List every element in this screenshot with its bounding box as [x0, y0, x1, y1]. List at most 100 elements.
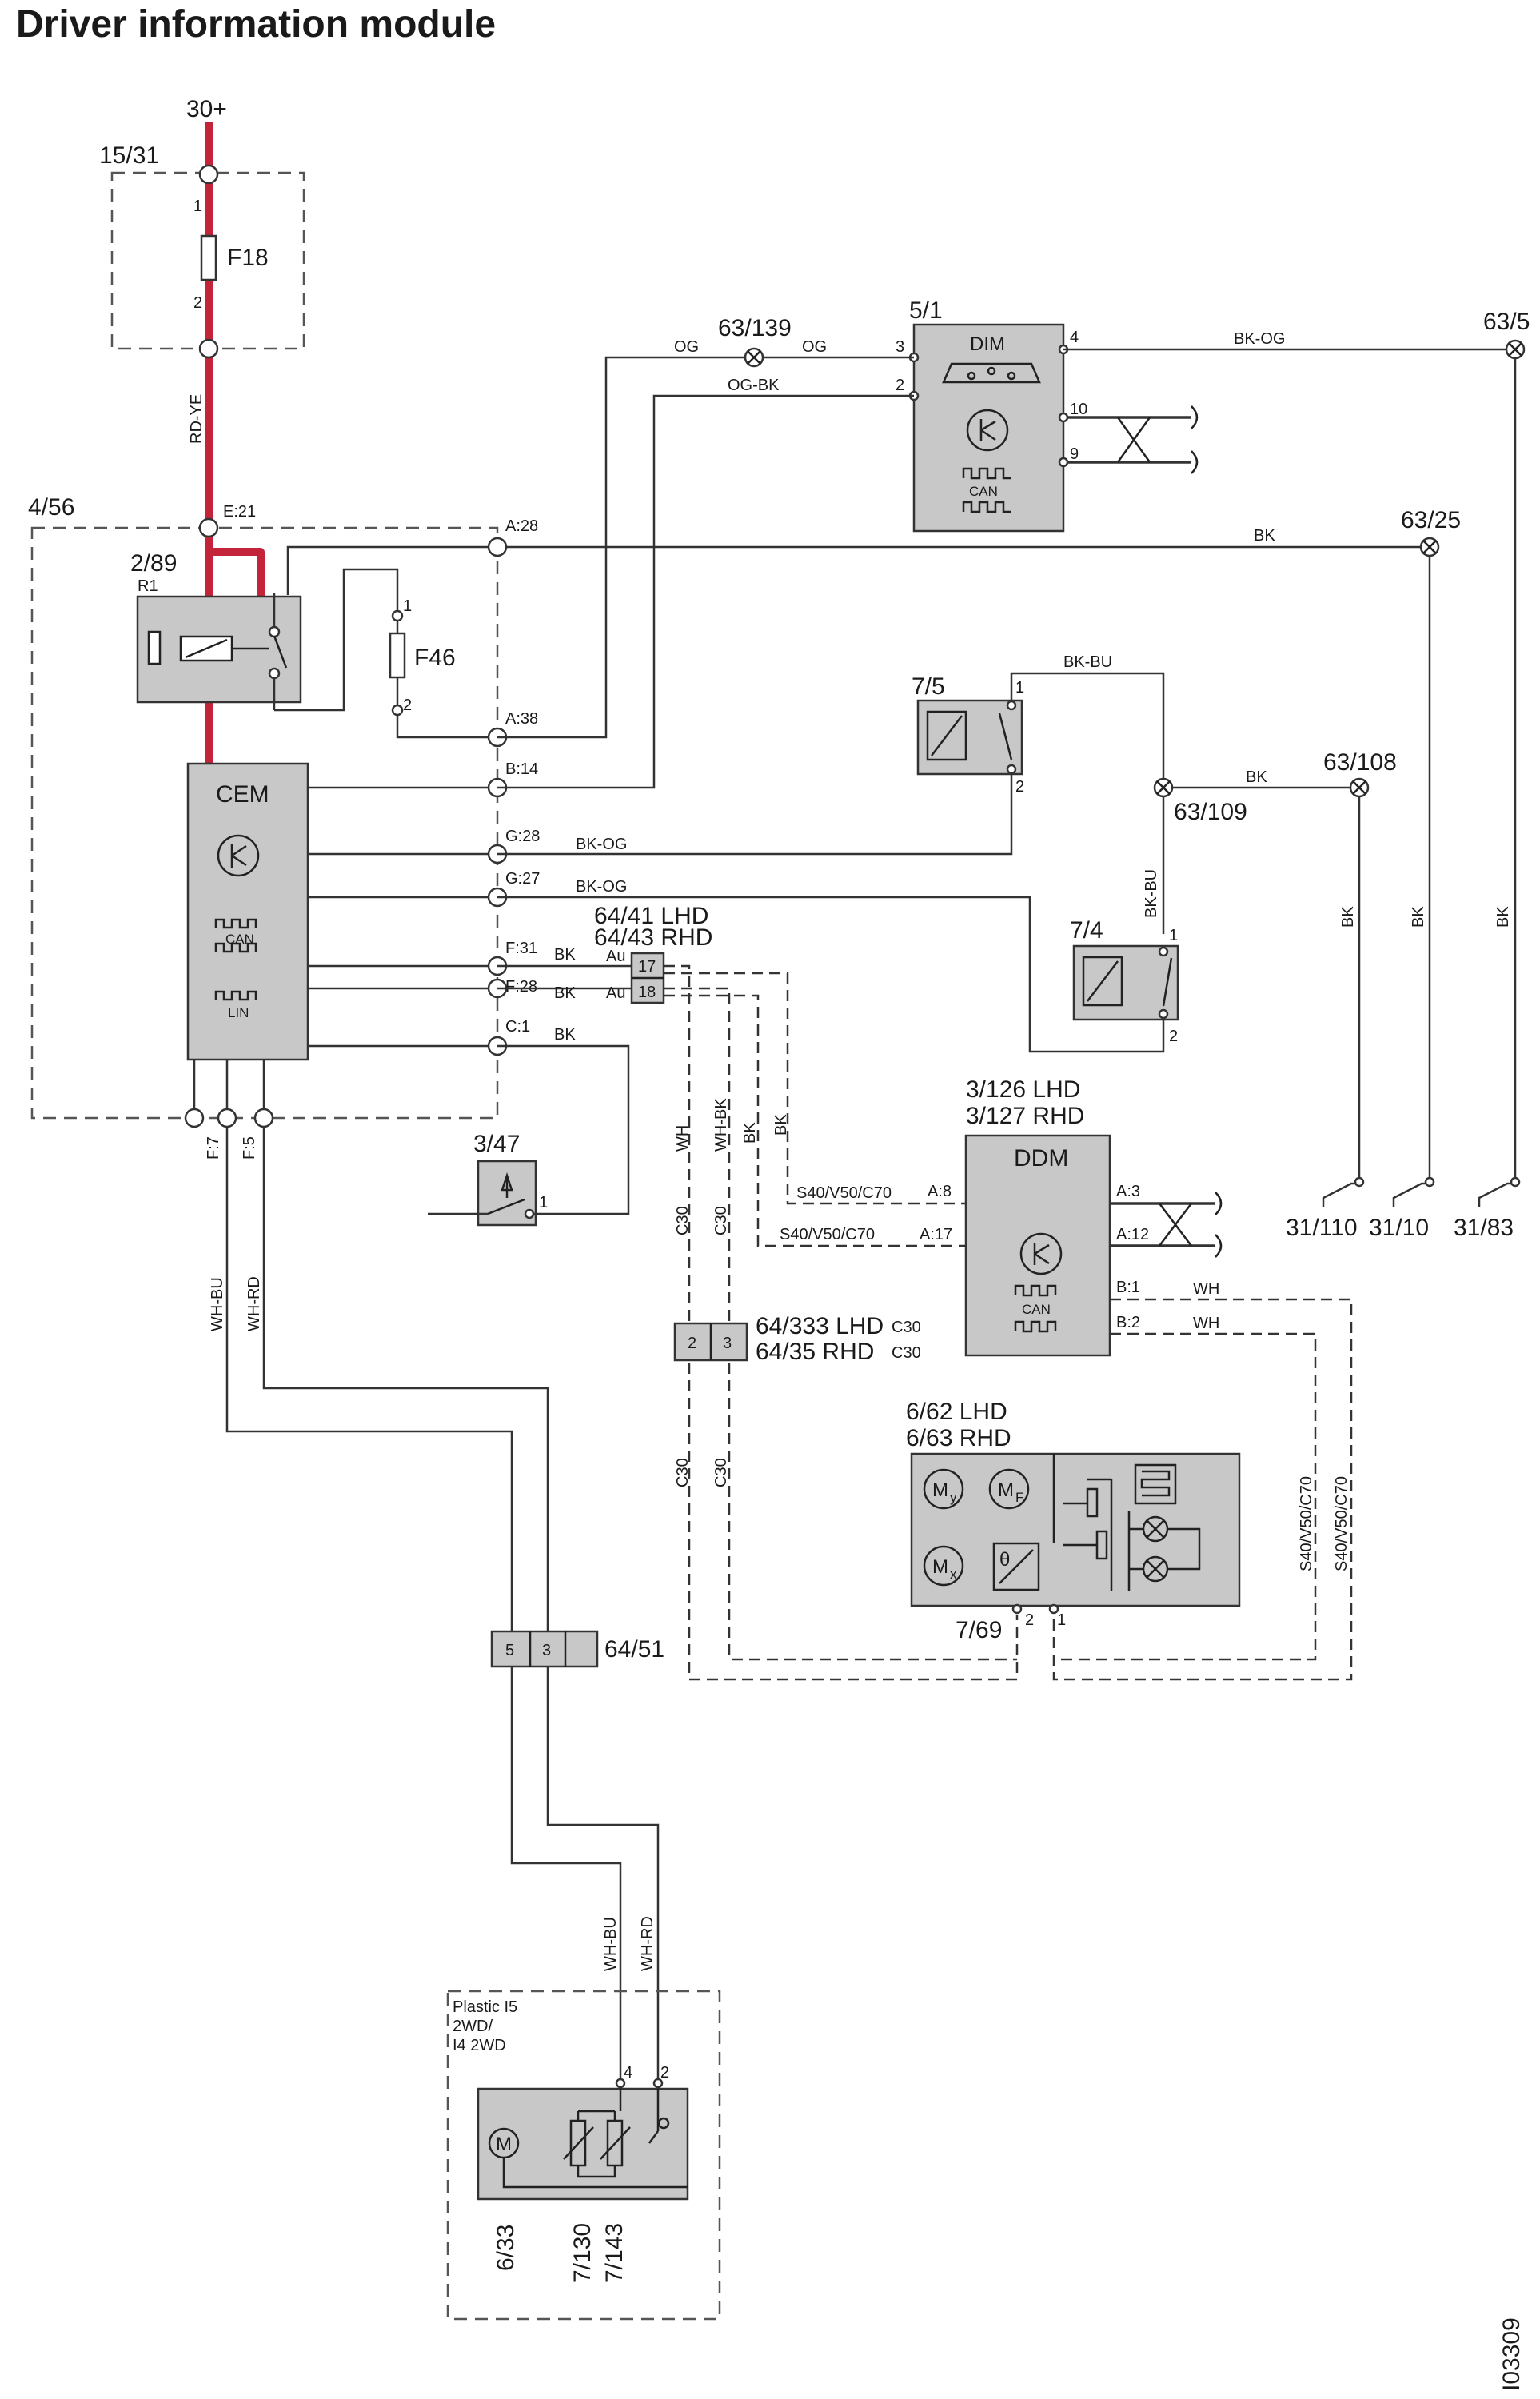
ground-label-31-110: 31/110 — [1286, 1215, 1358, 1241]
conn-64-51-pin5: 5 — [505, 1642, 514, 1659]
dim-can-icon — [962, 467, 1011, 480]
variant-c30-3: C30 — [674, 1458, 692, 1487]
conn-64-41-pin17: 17 — [638, 958, 656, 976]
terminal-fuse-bottom — [198, 338, 219, 359]
fuse-f18-pin1: 1 — [193, 198, 202, 215]
relay-resistor — [147, 630, 162, 665]
cem-pin-f28: F:28 — [505, 978, 537, 996]
ddm-line2: 3/127 RHD — [966, 1103, 1084, 1129]
wire-dash-wh-bk — [664, 987, 1017, 1661]
plastic-id-7-143: 7/143 — [601, 2223, 628, 2283]
ddm-pin-a3: A:3 — [1116, 1183, 1140, 1200]
cem-label: CEM — [216, 781, 269, 808]
wire-a28 — [286, 545, 497, 595]
wire-og-bk — [497, 394, 914, 789]
wire-wh-bk-label-dash: WH-BK — [712, 1098, 730, 1152]
fuse-f46 — [389, 632, 406, 679]
mirror-lamps — [1127, 1511, 1201, 1591]
relay-label: R1 — [138, 577, 158, 595]
ddm-can-label: CAN — [1022, 1302, 1051, 1317]
splice-63-108-label: 63/108 — [1323, 749, 1397, 776]
switch-3-47-id: 3/47 — [473, 1131, 520, 1157]
fuse-f18 — [200, 234, 217, 281]
wire-wh-label-dash: WH — [674, 1125, 692, 1152]
relay-power-loop — [209, 548, 265, 600]
dim-pin-9: 9 — [1070, 445, 1079, 463]
wire-bk-label-63-5: BK — [1494, 906, 1512, 928]
ddm-pin-a17: A:17 — [920, 1226, 952, 1243]
wire-bk-label-f31: BK — [554, 946, 576, 964]
ddm-can-icon — [1014, 1284, 1057, 1297]
dim-can-twist — [1116, 417, 1151, 463]
fuse-f46-pin1: 1 — [403, 597, 412, 615]
cem-lin-icon — [214, 990, 257, 1001]
wire-bk-label-63-25: BK — [1410, 906, 1427, 928]
dim-pin-3: 3 — [896, 338, 904, 356]
wire-dash-b1 — [1052, 1298, 1353, 1681]
wire-wh-rd-label: WH-RD — [245, 1276, 263, 1331]
motor-my — [923, 1468, 964, 1510]
splice-63-25-label: 63/25 — [1401, 507, 1461, 533]
wire-og-label-2: OG — [802, 338, 827, 356]
fuse-box-label: 15/31 — [99, 142, 159, 169]
wire-bk-label-dash-1: BK — [741, 1122, 759, 1144]
fuse-f18-label: F18 — [227, 245, 269, 271]
cem-pin-f31: F:31 — [505, 940, 537, 957]
wire-wh-rd-label-2: WH-RD — [639, 1916, 656, 1971]
mirror-heater — [1134, 1463, 1177, 1505]
variant-c30-2: C30 — [712, 1206, 730, 1235]
ground-31-10 — [1392, 1176, 1435, 1207]
plastic-id-7-130: 7/130 — [569, 2223, 596, 2283]
wire-bk-label-f28: BK — [554, 984, 576, 1002]
wire-dash-b2 — [1054, 1332, 1317, 1661]
mirror-pin1: 1 — [1057, 1611, 1066, 1629]
ground-31-83 — [1478, 1176, 1521, 1207]
switch-3-47-pin1: 1 — [539, 1194, 548, 1211]
conn-64-333-note1: C30 — [892, 1319, 921, 1336]
cem-lin-label: LIN — [228, 1005, 249, 1020]
ddm-model-note-1: S40/V50/C70 — [796, 1184, 892, 1202]
wire-og-label-1: OG — [674, 338, 699, 356]
wire-bk-bu-label-top: BK-BU — [1063, 653, 1112, 671]
motor-mf-sub: F — [1015, 1490, 1023, 1505]
terminal-30 — [198, 164, 219, 185]
switch-7-5-box — [916, 699, 1023, 776]
motor-mf — [988, 1468, 1030, 1510]
cem-pin-a28: A:28 — [505, 517, 538, 535]
ddm-pin-a12: A:12 — [1116, 1226, 1149, 1243]
mirror-line2: 6/63 RHD — [906, 1425, 1011, 1451]
ddm-label: DDM — [1014, 1145, 1068, 1172]
cem-can-icon — [214, 918, 257, 929]
plastic-line3: I4 2WD — [453, 2037, 506, 2054]
ddm-processor-icon — [1019, 1232, 1063, 1275]
variant-c30-1: C30 — [674, 1206, 692, 1235]
wire-f46-a38 — [396, 710, 497, 739]
plastic-line1: Plastic I5 — [453, 1998, 517, 2016]
wire-g27 — [497, 896, 1165, 1053]
ddm-box — [964, 1134, 1111, 1357]
plastic-motor-label: M — [496, 2134, 512, 2155]
wire-wh-bu — [225, 1127, 513, 1631]
cem-can-label: CAN — [225, 932, 254, 947]
wire-bk-bu-top — [1010, 672, 1165, 788]
dim-label: DIM — [970, 333, 1005, 355]
dim-can-label: CAN — [969, 484, 998, 499]
ground-label-31-10: 31/10 — [1369, 1215, 1429, 1241]
mirror-potentiometers — [1063, 1478, 1113, 1591]
wire-bk-label-a28: BK — [1254, 527, 1275, 545]
cem-pin-g28: G:28 — [505, 828, 540, 845]
relay-id: 2/89 — [130, 550, 177, 577]
splice-63-109 — [1153, 777, 1174, 798]
switch-7-5-id: 7/5 — [912, 673, 945, 700]
cem-frame-label: 4/56 — [28, 494, 74, 521]
plastic-ptc-elements — [563, 2089, 631, 2178]
switch-7-4-id: 7/4 — [1070, 917, 1103, 944]
plastic-pin2: 2 — [660, 2064, 669, 2082]
mirror-pin2: 2 — [1025, 1611, 1034, 1629]
plastic-box — [477, 2087, 689, 2201]
conn-64-41-pin18: 18 — [638, 984, 656, 1001]
ddm-line1: 3/126 LHD — [966, 1076, 1080, 1103]
plastic-id-6-33: 6/33 — [493, 2225, 519, 2271]
conn-64-51 — [490, 1630, 599, 1668]
